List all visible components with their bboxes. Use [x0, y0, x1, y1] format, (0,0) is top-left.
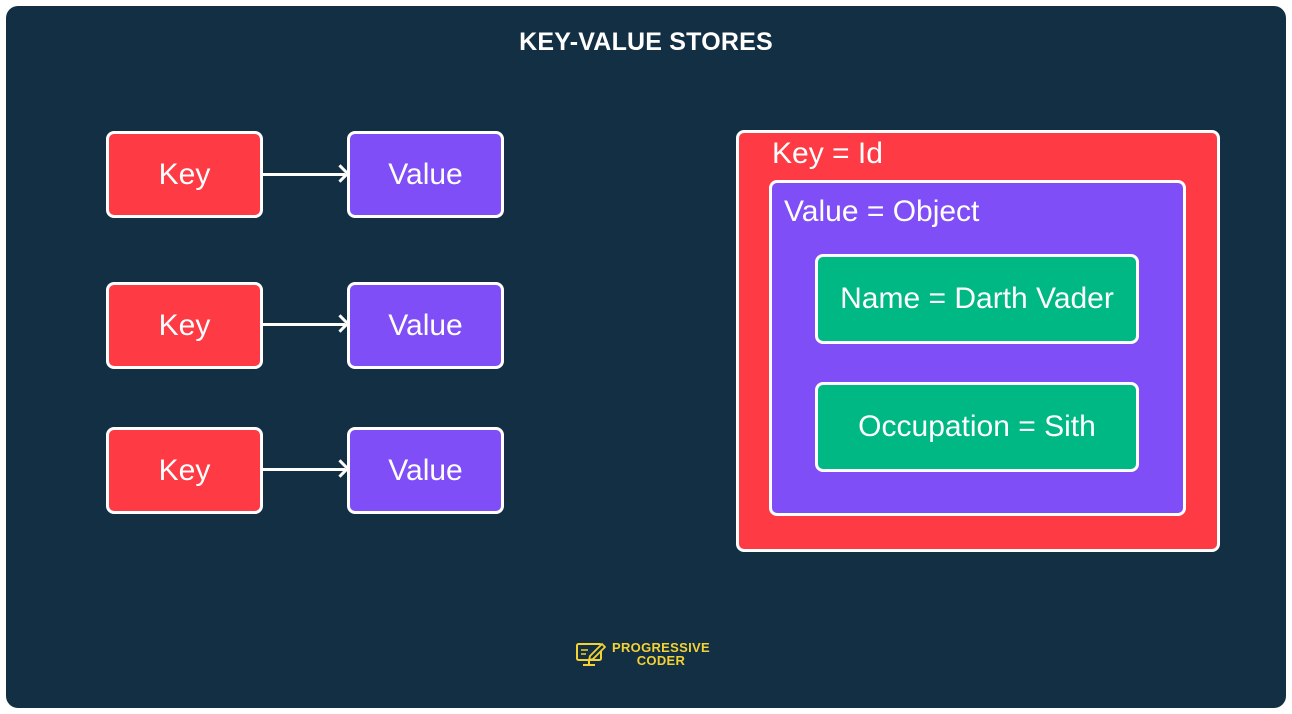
value-box-1: Value [347, 131, 504, 218]
brand-name: PROGRESSIVE CODER [612, 641, 710, 667]
inner-value-label: Value = Object [784, 195, 980, 228]
brand-line-2: CODER [636, 653, 686, 668]
brand-line-1: PROGRESSIVE [612, 640, 710, 655]
value-box-2: Value [347, 282, 504, 369]
value-box-3: Value [347, 427, 504, 514]
outer-key-label: Key = Id [772, 137, 883, 170]
diagram-title: KEY-VALUE STORES [519, 28, 773, 56]
arrow-3 [263, 468, 345, 471]
brand-logo: PROGRESSIVE CODER [576, 641, 710, 667]
arrow-2 [263, 323, 345, 326]
key-box-1: Key [106, 131, 263, 218]
field-box-occupation: Occupation = Sith [815, 382, 1139, 472]
arrow-1 [263, 173, 345, 176]
monitor-pencil-icon [576, 642, 606, 666]
key-box-2: Key [106, 282, 263, 369]
field-box-name: Name = Darth Vader [815, 254, 1139, 344]
key-box-3: Key [106, 427, 263, 514]
